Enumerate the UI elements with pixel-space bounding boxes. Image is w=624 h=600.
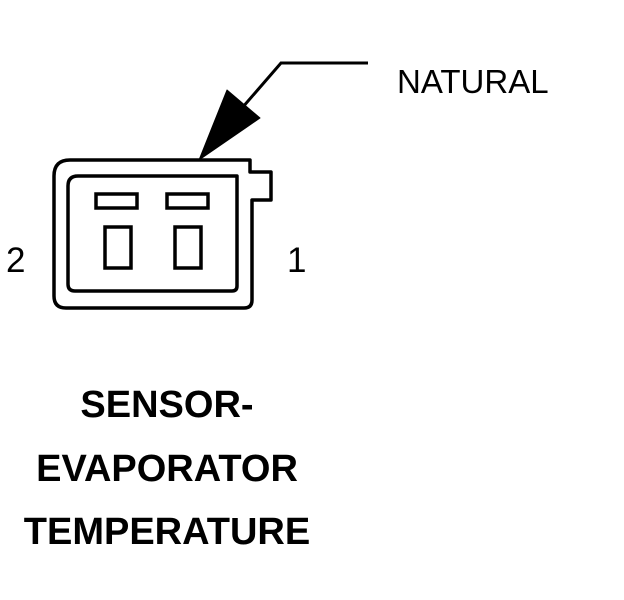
latch-slot-right	[165, 192, 210, 210]
title-line-1: SENSOR-	[80, 384, 253, 426]
terminal-cavity-pin-1	[173, 225, 203, 270]
terminal-cavity-pin-2	[103, 225, 133, 270]
connector-housing-inner	[66, 174, 239, 293]
callout-leader-line	[240, 61, 368, 109]
latch-slot-left	[94, 192, 139, 210]
pin-label-2: 2	[6, 241, 25, 280]
title-line-3: TEMPERATURE	[24, 511, 310, 553]
callout-label: NATURAL	[397, 63, 549, 100]
pin-label-1: 1	[287, 241, 306, 280]
connector-housing-outer	[52, 158, 273, 310]
callout-arrowhead	[198, 89, 261, 161]
title-line-2: EVAPORATOR	[36, 448, 298, 490]
